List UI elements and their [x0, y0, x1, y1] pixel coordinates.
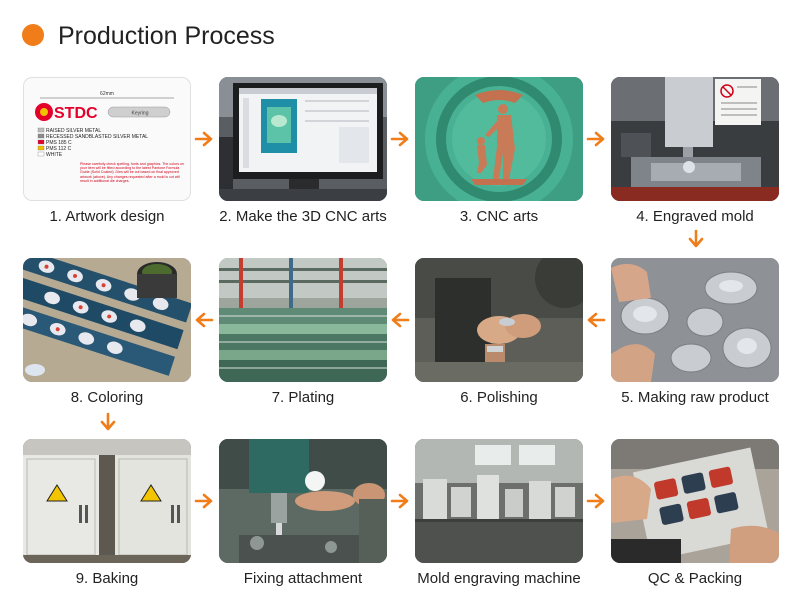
step-label: 9. Baking [75, 570, 139, 587]
legend-item: PMS 185 C [46, 140, 72, 146]
step-label: 1. Artwork design [49, 208, 165, 225]
step-5-making-raw-product: 5. Making raw product [611, 258, 779, 406]
arrow-left-icon [390, 312, 410, 328]
arrow-left-icon [586, 312, 606, 328]
title-bullet-icon [22, 24, 44, 46]
step-3-cnc-arts: 3. CNC arts [415, 77, 583, 225]
legend-item: WHITE [46, 152, 63, 158]
step-4-engraved-mold: 4. Engraved mold [611, 77, 779, 225]
artwork-design-icon: 62mm STDC Keyring RAISED SILVER METAL RE… [23, 77, 191, 201]
legend-item: PMS 112 C [46, 146, 72, 152]
arrow-left-icon [194, 312, 214, 328]
step-label: Mold engraving machine [417, 570, 581, 587]
step-mold-engraving-machine: Mold engraving machine [415, 439, 583, 587]
step-label: 3. CNC arts [459, 208, 539, 225]
step-9-baking: 9. Baking [23, 439, 191, 587]
page-title: Production Process [58, 22, 275, 50]
raw-product-icon [611, 258, 779, 382]
arrow-right-icon [390, 493, 410, 509]
arrow-right-icon [586, 493, 606, 509]
drill-press-icon [219, 439, 387, 563]
plating-icon [219, 258, 387, 382]
step-label: 8. Coloring [70, 389, 144, 406]
arrow-right-icon [194, 493, 214, 509]
step-label: 5. Making raw product [621, 389, 769, 406]
step-qc-packing: QC & Packing [611, 439, 779, 587]
step-fixing-attachment: Fixing attachment [219, 439, 387, 587]
arrow-down-icon [100, 412, 116, 432]
baking-oven-icon [23, 439, 191, 563]
engraving-machine-icon [415, 439, 583, 563]
arrow-right-icon [390, 131, 410, 147]
step-8-coloring: 8. Coloring [23, 258, 191, 406]
arrow-down-icon [688, 229, 704, 249]
arrow-right-icon [194, 131, 214, 147]
cnc-relief-icon [415, 77, 583, 201]
step-label: 6. Polishing [460, 389, 538, 406]
legend-item: RAISED SILVER METAL [46, 128, 101, 134]
legend-item: RECESSED SANDBLASTED SILVER METAL [46, 134, 148, 140]
step-2-3d-cnc-arts: 2. Make the 3D CNC arts [219, 77, 387, 225]
polishing-icon [415, 258, 583, 382]
step-label: QC & Packing [647, 570, 743, 587]
artwork-logo: STDC [54, 105, 98, 122]
engraved-mold-icon [611, 77, 779, 201]
step-7-plating: 7. Plating [219, 258, 387, 406]
step-6-polishing: 6. Polishing [415, 258, 583, 406]
qc-packing-icon [611, 439, 779, 563]
step-label: Fixing attachment [243, 570, 363, 587]
artwork-tag: Keyring [132, 111, 149, 117]
step-label: 4. Engraved mold [636, 208, 754, 225]
step-label: 7. Plating [271, 389, 335, 406]
step-1-artwork-design: 62mm STDC Keyring RAISED SILVER METAL RE… [23, 77, 191, 225]
arrow-right-icon [586, 131, 606, 147]
step-label: 2. Make the 3D CNC arts [219, 208, 387, 225]
artwork-dimension: 62mm [100, 91, 114, 97]
cnc-art-computer-icon [219, 77, 387, 201]
artwork-notice: Please carefully check spelling, fonts a… [80, 162, 185, 183]
coloring-icon [23, 258, 191, 382]
